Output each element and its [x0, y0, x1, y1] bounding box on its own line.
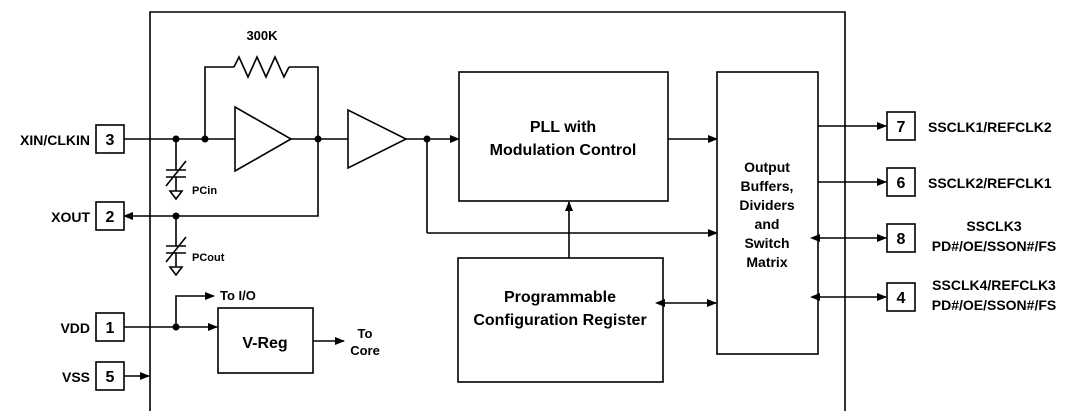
pin-8-box	[886, 223, 916, 253]
config-register-block	[457, 257, 664, 383]
pin-5-label: VSS	[62, 369, 90, 385]
to-io-label: To I/O	[220, 288, 256, 303]
config-label-line2: Configuration Register	[473, 312, 646, 329]
xout-feedback-wire	[123, 139, 319, 220]
pin-7-number: 7	[897, 119, 906, 136]
pin-6-number: 6	[897, 175, 906, 192]
output-label-line6: Matrix	[746, 254, 787, 270]
pcin-variable-arrow	[165, 160, 187, 187]
output-label-line2: Buffers,	[741, 178, 794, 194]
to-core-label-line2: Core	[350, 343, 380, 358]
pll-block	[458, 71, 669, 202]
chip-outline	[149, 11, 846, 411]
pin-2-number: 2	[106, 209, 115, 226]
output-block	[716, 71, 819, 355]
pin-8-label-line2: PD#/OE/SSON#/FS	[932, 238, 1056, 254]
pll-label-line1: PLL with	[530, 119, 596, 136]
feedback-wire	[204, 66, 234, 139]
to-core-label-line1: To	[358, 326, 373, 341]
pin-2-label: XOUT	[51, 209, 90, 225]
output-label-line4: and	[755, 216, 780, 232]
pin-1-box	[95, 312, 125, 342]
pin-8-number: 8	[897, 231, 906, 248]
pcout-ground-icon	[168, 266, 184, 277]
pcin-ground-icon	[168, 190, 184, 201]
pll-label-line2: Modulation Control	[490, 142, 637, 159]
output-label-line5: Switch	[744, 235, 789, 251]
pcout-variable-arrow	[165, 236, 187, 263]
pin-3-number: 3	[106, 132, 115, 149]
resistor-300k	[233, 55, 290, 79]
pin-4-box	[886, 282, 916, 312]
resistor-label: 300K	[246, 28, 278, 43]
config-label-line1: Programmable	[504, 289, 616, 306]
buffer-amplifier	[347, 108, 408, 170]
feedback-wire-return	[289, 66, 319, 139]
vreg-label: V-Reg	[242, 335, 287, 352]
pin-1-number: 1	[106, 320, 115, 337]
pin-4-label-line2: PD#/OE/SSON#/FS	[932, 297, 1056, 313]
output-label-line1: Output	[744, 159, 790, 175]
pin-4-number: 4	[897, 290, 906, 307]
pcout-label: PCout	[192, 252, 225, 264]
to-io-wire	[175, 292, 215, 327]
pin-4-label-line1: SSCLK4/REFCLK3	[932, 277, 1056, 293]
pin-6-label: SSCLK2/REFCLK1	[928, 175, 1052, 191]
pin-8-label-line1: SSCLK3	[966, 218, 1021, 234]
pin-5-number: 5	[106, 369, 115, 386]
pin-7-label: SSCLK1/REFCLK2	[928, 119, 1052, 135]
pcin-label: PCin	[192, 185, 217, 197]
output-label-line3: Dividers	[739, 197, 794, 213]
pin-6-box	[886, 167, 916, 197]
vreg-block	[217, 307, 314, 374]
oscillator-amplifier	[234, 105, 293, 173]
pin-7-box	[886, 111, 916, 141]
pin-1-label: VDD	[60, 320, 90, 336]
pin-3-label: XIN/CLKIN	[20, 132, 90, 148]
